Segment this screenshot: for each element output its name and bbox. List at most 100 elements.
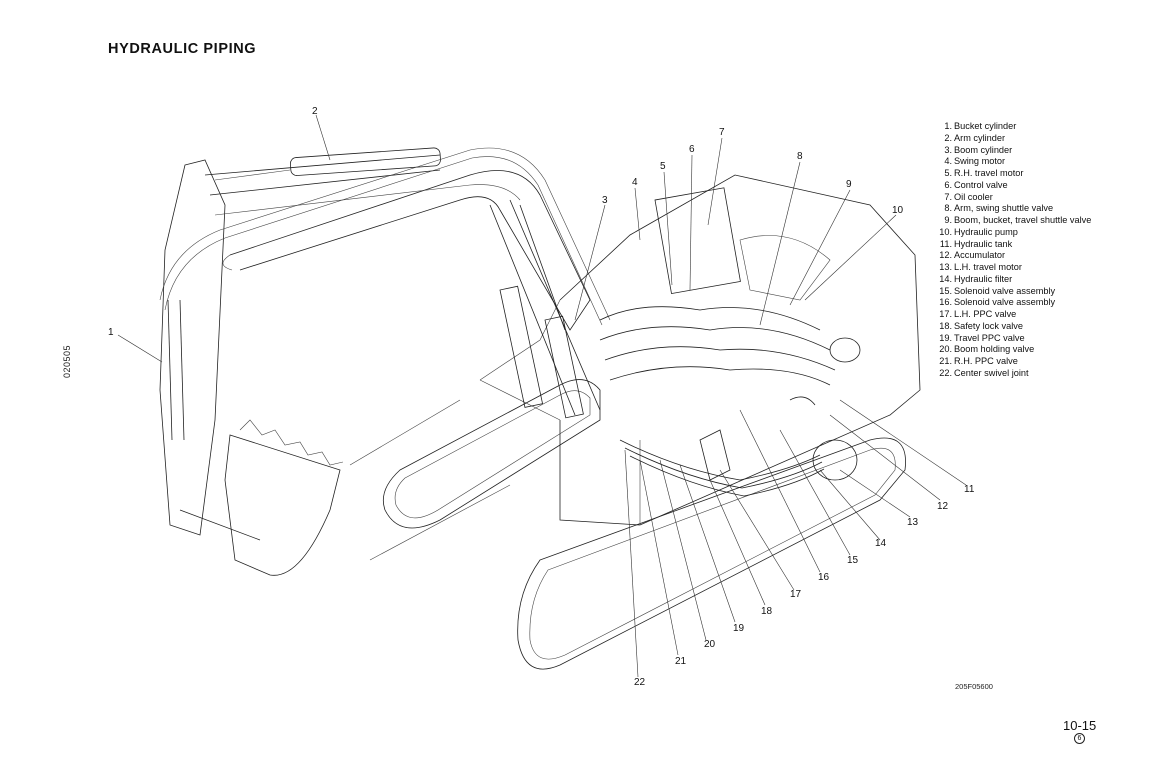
legend-item-number: 15. — [939, 285, 952, 296]
legend-item-number: 1. — [944, 121, 952, 131]
callout-19: 19 — [733, 623, 745, 634]
legend-item-label: Boom cylinder — [954, 144, 1013, 155]
callout-1: 1 — [108, 327, 114, 338]
legend-item-number: 20. — [939, 344, 952, 355]
legend-item-label: Safety lock valve — [954, 320, 1023, 331]
bucket — [179, 419, 344, 576]
callout-17: 17 — [790, 589, 802, 600]
legend-item: 7.Oil cooler — [937, 192, 1091, 204]
arm-cylinder — [214, 147, 441, 181]
legend-item: 22.Center swivel joint — [937, 368, 1091, 380]
legend-item-number: 7. — [944, 191, 952, 202]
legend-item: 21.R.H. PPC valve — [937, 356, 1091, 368]
callout-6: 6 — [689, 144, 695, 155]
callout-13: 13 — [907, 517, 919, 528]
legend-item-label: Arm cylinder — [954, 132, 1006, 143]
legend-item-number: 14. — [939, 273, 952, 284]
legend-item-label: Boom holding valve — [954, 344, 1035, 355]
legend-item-label: Hydraulic pump — [954, 226, 1018, 237]
legend-item: 1.Bucket cylinder — [937, 121, 1091, 133]
legend-item-label: Bucket cylinder — [954, 121, 1017, 131]
legend-item: 4.Swing motor — [937, 156, 1091, 168]
legend-item: 15.Solenoid valve assembly — [937, 286, 1091, 298]
bucket-cylinder — [167, 299, 185, 441]
legend-item: 16.Solenoid valve assembly — [937, 297, 1091, 309]
boom-cylinders — [499, 285, 584, 419]
callout-16: 16 — [818, 572, 830, 583]
legend-item: 19.Travel PPC valve — [937, 333, 1091, 345]
callout-3: 3 — [602, 195, 608, 206]
legend-item-label: Control valve — [954, 179, 1008, 190]
legend-item: 6.Control valve — [937, 180, 1091, 192]
legend-item-label: Boom, bucket, travel shuttle valve — [954, 215, 1092, 225]
legend-item-label: Accumulator — [954, 250, 1006, 261]
drawing-code: 205F05600 — [955, 682, 993, 691]
callout-2: 2 — [312, 106, 318, 117]
callout-11: 11 — [964, 484, 975, 495]
page-number: 10-15 — [1063, 718, 1097, 733]
legend-item: 18.Safety lock valve — [937, 321, 1091, 333]
left-track — [349, 379, 601, 561]
legend-item: 3.Boom cylinder — [937, 145, 1091, 157]
boom-hydraulic-lines — [159, 147, 611, 326]
legend-item: 10.Hydraulic pump — [937, 227, 1091, 239]
legend-item-label: L.H. travel motor — [954, 262, 1022, 272]
legend-item-number: 5. — [944, 168, 952, 178]
callout-9: 9 — [846, 179, 852, 190]
legend-item-number: 9. — [944, 215, 952, 225]
legend-item: 13.L.H. travel motor — [937, 262, 1091, 274]
legend-item: 20.Boom holding valve — [937, 344, 1091, 356]
legend-item: 12.Accumulator — [937, 250, 1091, 262]
callout-14: 14 — [875, 538, 887, 549]
legend-item-label: Hydraulic tank — [954, 238, 1013, 249]
upper-structure — [479, 174, 921, 526]
legend-item-label: Oil cooler — [954, 191, 993, 202]
callout-8: 8 — [797, 151, 803, 162]
legend-item: 8.Arm, swing shuttle valve — [937, 203, 1091, 215]
legend-item-number: 2. — [944, 132, 952, 143]
callout-5: 5 — [660, 161, 666, 172]
legend-item-label: Hydraulic filter — [954, 273, 1013, 284]
arm — [159, 154, 441, 536]
legend-item-number: 3. — [944, 144, 952, 155]
right-track — [517, 437, 906, 670]
legend-item-number: 19. — [939, 332, 952, 343]
legend-item-label: Travel PPC valve — [954, 332, 1025, 343]
legend-item-number: 13. — [939, 262, 952, 272]
legend-item-number: 12. — [939, 250, 952, 261]
legend-item-label: Arm, swing shuttle valve — [954, 203, 1054, 214]
callout-numbers: 1 2 3 4 5 6 7 8 9 10 11 12 13 14 15 16 1… — [108, 106, 975, 688]
legend-item-label: Solenoid valve assembly — [954, 297, 1056, 308]
legend-item-number: 17. — [939, 309, 952, 319]
page-title: HYDRAULIC PIPING — [108, 41, 257, 57]
legend-item-label: Center swivel joint — [954, 367, 1029, 378]
legend-item: 2.Arm cylinder — [937, 133, 1091, 145]
legend-item-number: 16. — [939, 297, 952, 308]
legend-item-number: 10. — [939, 226, 952, 237]
machinery-cluster — [599, 187, 861, 497]
legend-item-label: R.H. travel motor — [954, 168, 1024, 178]
callout-15: 15 — [847, 555, 859, 566]
legend-item-number: 11. — [939, 238, 952, 249]
legend-item-label: Solenoid valve assembly — [954, 285, 1056, 296]
legend-item-number: 8. — [944, 203, 952, 214]
revision-mark: 6 — [1074, 733, 1085, 744]
callout-7: 7 — [719, 127, 725, 138]
legend-item: 5.R.H. travel motor — [937, 168, 1091, 180]
legend-item: 14.Hydraulic filter — [937, 274, 1091, 286]
callout-20: 20 — [704, 639, 716, 650]
leader-lines — [117, 114, 967, 678]
callout-21: 21 — [675, 656, 687, 667]
legend-item-number: 22. — [939, 367, 952, 378]
callout-4: 4 — [632, 177, 638, 188]
callout-18: 18 — [761, 606, 773, 617]
callout-12: 12 — [937, 501, 949, 512]
legend-item-number: 18. — [939, 320, 952, 331]
legend-item-label: Swing motor — [954, 156, 1006, 167]
legend-item: 17.L.H. PPC valve — [937, 309, 1091, 321]
boom — [222, 170, 601, 416]
legend-item: 11.Hydraulic tank — [937, 239, 1091, 251]
legend-item-number: 4. — [944, 156, 952, 167]
